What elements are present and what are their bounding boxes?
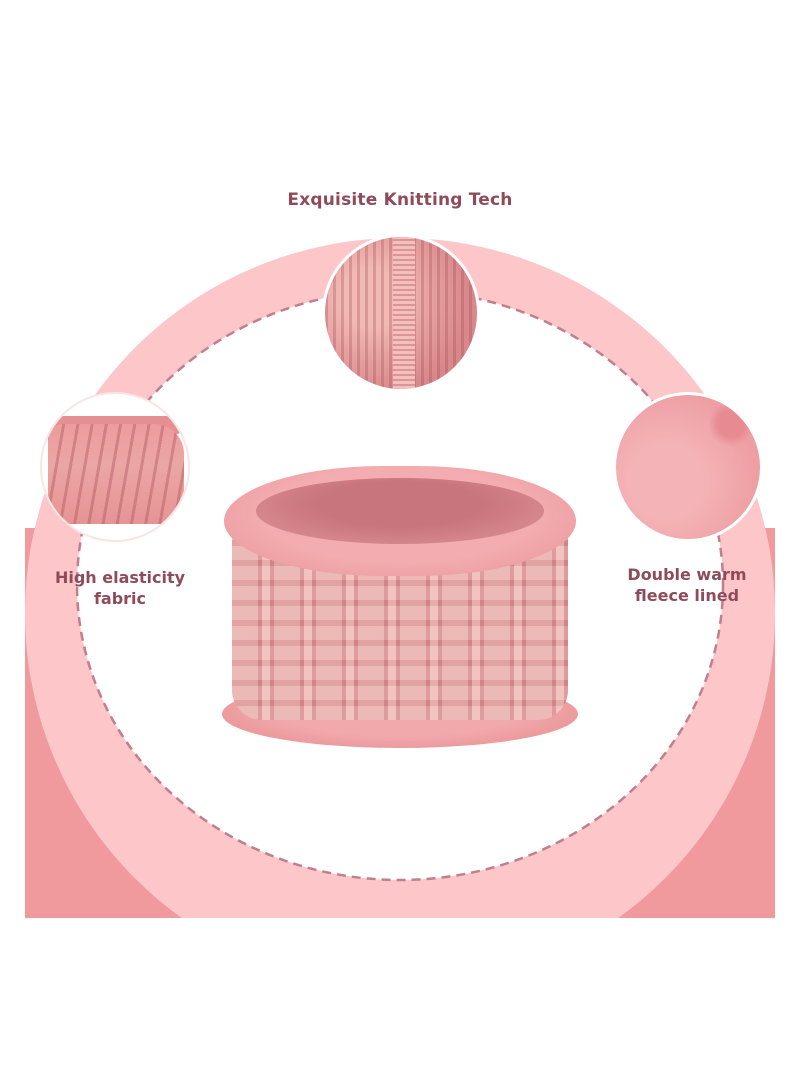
title-exquisite-knitting-tech: Exquisite Knitting Tech — [287, 190, 513, 210]
feature-label-high-elasticity: High elasticity fabric — [50, 567, 190, 609]
label-line-2: fabric — [93, 589, 147, 608]
feature-label-double-warm: Double warm fleece lined — [612, 564, 762, 606]
label-line-2: fleece lined — [634, 586, 740, 605]
label-line-1: Double warm — [627, 565, 747, 584]
fleece-lining-closeup — [613, 392, 763, 542]
cable-knit-closeup — [40, 392, 190, 542]
knit-fabric — [48, 424, 184, 524]
knitting-texture-closeup — [322, 234, 480, 392]
label-line-1: High elasticity — [54, 568, 186, 587]
cable-stitch — [393, 237, 415, 389]
neck-warmer-product-image — [222, 460, 578, 750]
inner-fleece-opening — [256, 478, 544, 544]
